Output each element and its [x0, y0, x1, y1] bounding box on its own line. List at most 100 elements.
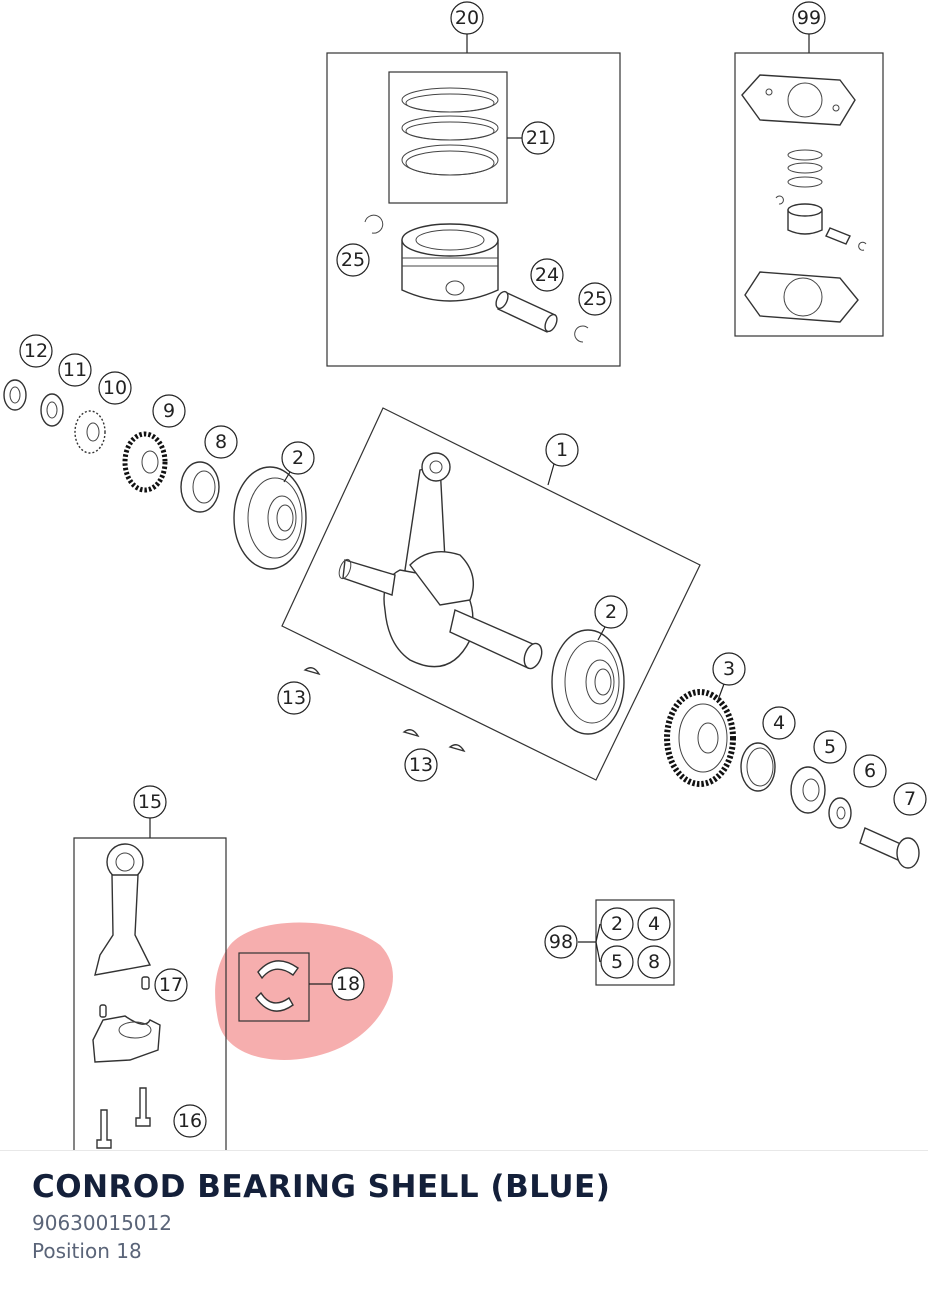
callout-17[interactable]: 17 [154, 968, 188, 1002]
callout-kit-8[interactable]: 8 [637, 945, 671, 979]
dowel-pin-drawing [141, 976, 150, 990]
cylinder-base-gasket-drawing [744, 271, 859, 323]
callout-98[interactable]: 98 [544, 925, 578, 959]
svg-text:99: 99 [797, 7, 821, 29]
svg-text:13: 13 [409, 754, 433, 776]
exploded-parts-diagram [3, 34, 920, 1150]
part-number: 90630015012 [32, 1211, 172, 1235]
crankshaft-box [281, 407, 701, 781]
svg-text:21: 21 [526, 127, 550, 149]
part-position: Position 18 [32, 1239, 142, 1263]
svg-text:13: 13 [282, 687, 306, 709]
callout-15[interactable]: 15 [133, 785, 167, 819]
mini-rings-drawing [787, 149, 823, 188]
piston-group-box [326, 52, 621, 367]
svg-text:2: 2 [611, 913, 623, 935]
callout-8[interactable]: 8 [204, 425, 238, 459]
svg-text:6: 6 [864, 760, 876, 782]
svg-text:24: 24 [535, 264, 559, 286]
callout-25b[interactable]: 25 [578, 282, 612, 316]
gasket-set-box [734, 52, 884, 337]
callout-99[interactable]: 99 [792, 1, 826, 35]
callout-10[interactable]: 10 [98, 371, 132, 405]
ball-bearing-left-drawing [233, 466, 307, 570]
svg-text:98: 98 [549, 931, 573, 953]
cylinder-head-gasket-drawing [741, 74, 856, 126]
nut-drawing [3, 379, 27, 411]
callout-13-lower[interactable]: 13 [404, 748, 438, 782]
svg-text:18: 18 [336, 973, 360, 995]
woodruff-keys-drawing [303, 667, 466, 753]
washer-drawing [40, 393, 64, 427]
svg-text:17: 17 [159, 974, 183, 996]
svg-text:5: 5 [824, 736, 836, 758]
callout-13-upper[interactable]: 13 [277, 681, 311, 715]
svg-text:8: 8 [648, 951, 660, 973]
primary-gear-drawing [664, 689, 736, 787]
callout-1[interactable]: 1 [545, 433, 579, 467]
callout-2-right[interactable]: 2 [594, 595, 628, 629]
callout-kit-4[interactable]: 4 [637, 907, 671, 941]
washer-small-drawing [828, 797, 852, 829]
svg-text:8: 8 [215, 431, 227, 453]
callout-18[interactable]: 18 [331, 967, 365, 1001]
svg-text:20: 20 [455, 7, 479, 29]
callout-12[interactable]: 12 [19, 334, 53, 368]
svg-text:1: 1 [556, 439, 568, 461]
conrod-bolts-drawing [96, 1087, 151, 1149]
svg-text:4: 4 [773, 712, 785, 734]
callout-25[interactable]: 25 [336, 243, 370, 277]
spacer-washer-drawing [740, 742, 776, 792]
callout-2-left[interactable]: 2 [281, 441, 315, 475]
part-name: CONROD BEARING SHELL (BLUE) [32, 1169, 611, 1205]
callout-layer: 20 99 21 25 24 25 12 11 10 9 8 2 1 2 13 … [19, 1, 927, 1138]
svg-text:12: 12 [24, 340, 48, 362]
callout-6[interactable]: 6 [853, 754, 887, 788]
bearing-shell-drawing [255, 960, 299, 1012]
svg-text:11: 11 [63, 359, 87, 381]
part-detail-panel: CONROD BEARING SHELL (BLUE) 90630015012 … [0, 1150, 928, 1291]
bearing-shell-box [238, 952, 310, 1022]
callout-3[interactable]: 3 [712, 652, 746, 686]
timing-gear-drawing [122, 431, 168, 493]
svg-text:2: 2 [605, 601, 617, 623]
piston-pin-drawing [495, 290, 558, 333]
svg-text:3: 3 [723, 658, 735, 680]
svg-text:7: 7 [904, 788, 916, 810]
callout-9[interactable]: 9 [152, 394, 186, 428]
piston-rings-drawing [401, 87, 499, 176]
crankshaft-drawing [338, 452, 543, 670]
svg-text:2: 2 [292, 447, 304, 469]
dowel-pin-drawing [99, 1004, 107, 1018]
callout-21[interactable]: 21 [521, 121, 555, 155]
conrod-group-box [73, 837, 227, 1150]
callout-24[interactable]: 24 [530, 258, 564, 292]
svg-text:4: 4 [648, 913, 660, 935]
conrod-cap-drawing [92, 1015, 161, 1063]
callout-5[interactable]: 5 [813, 730, 847, 764]
circlip-drawing [574, 325, 589, 343]
shaft-seal-drawing [180, 461, 220, 513]
collar-bolt-drawing [859, 827, 920, 869]
mini-piston-drawing [775, 195, 867, 251]
callout-20[interactable]: 20 [450, 1, 484, 35]
callout-4[interactable]: 4 [762, 706, 796, 740]
conrod-drawing [94, 843, 152, 976]
svg-text:5: 5 [611, 951, 623, 973]
svg-text:16: 16 [178, 1110, 202, 1132]
svg-text:25: 25 [341, 249, 365, 271]
svg-text:9: 9 [163, 400, 175, 422]
ball-bearing-right-drawing [551, 629, 625, 735]
piston-drawing [401, 223, 499, 302]
callout-7[interactable]: 7 [893, 782, 927, 816]
lock-washer-drawing [790, 766, 826, 814]
callout-11[interactable]: 11 [58, 353, 92, 387]
circlip-drawing [364, 214, 384, 234]
callout-kit-2[interactable]: 2 [600, 907, 634, 941]
small-gear-drawing [74, 410, 106, 454]
svg-text:10: 10 [103, 377, 127, 399]
svg-text:25: 25 [583, 288, 607, 310]
svg-text:15: 15 [138, 791, 162, 813]
callout-16[interactable]: 16 [173, 1104, 207, 1138]
callout-kit-5[interactable]: 5 [600, 945, 634, 979]
